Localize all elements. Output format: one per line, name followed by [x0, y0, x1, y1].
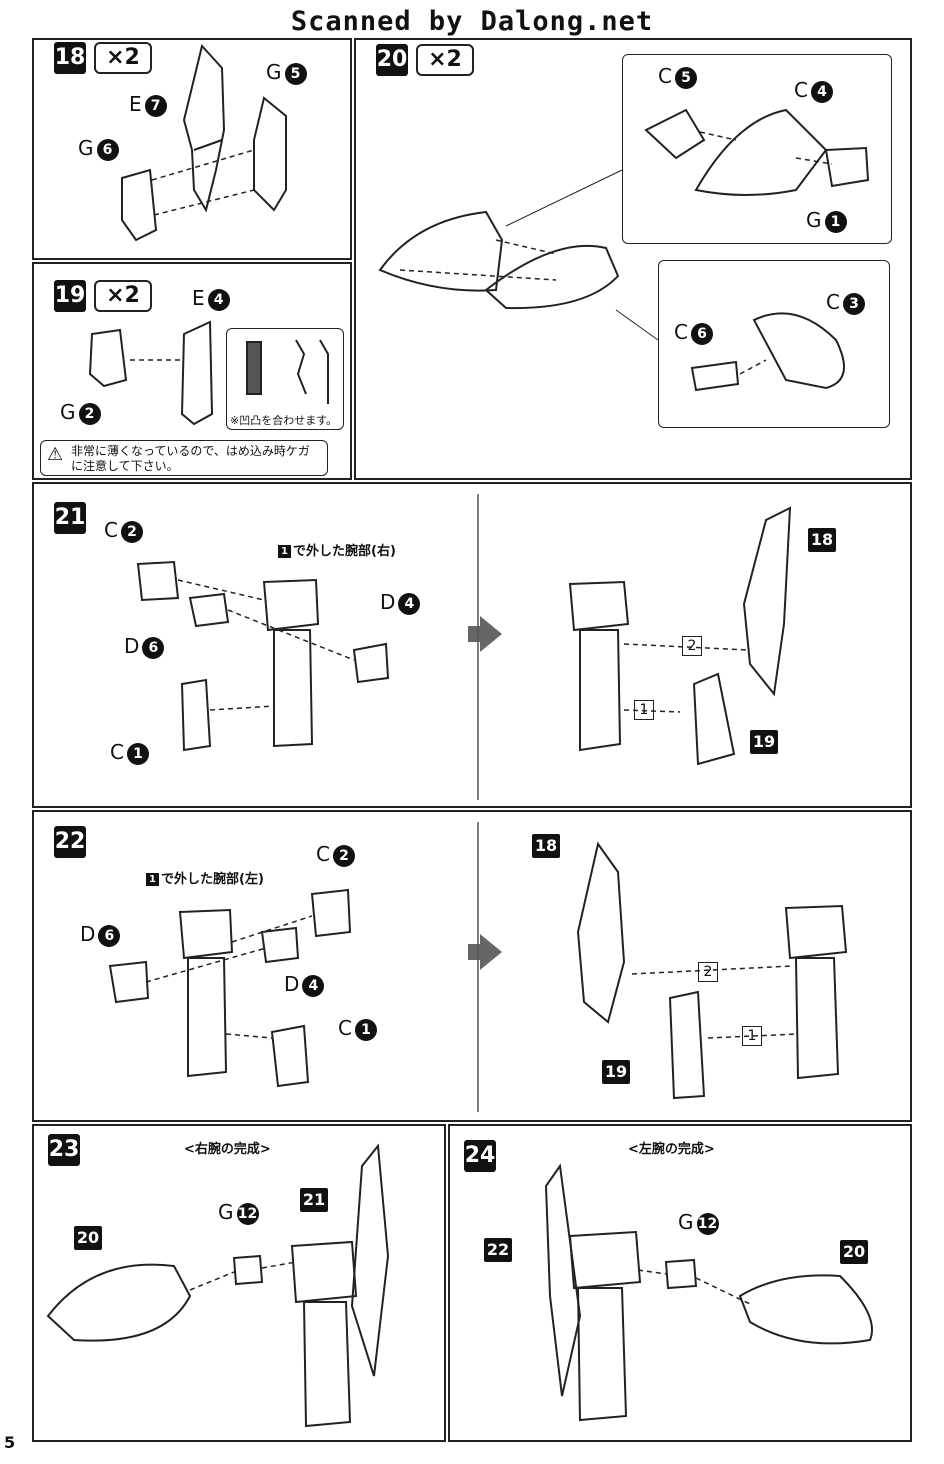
step-number: 24 — [464, 1140, 496, 1172]
sequence-2: 2 — [698, 962, 718, 982]
ref-step-20: 20 — [74, 1226, 102, 1250]
flow-arrow-stem — [468, 626, 480, 642]
step-19-illustration — [88, 320, 329, 426]
step-number: 23 — [48, 1134, 80, 1166]
ref-step-22: 22 — [484, 1238, 512, 1262]
multiplier-badge: ×2 — [94, 42, 152, 74]
step-24-illustration — [544, 1163, 873, 1422]
ref-step-19: 19 — [750, 730, 778, 754]
sequence-1: 1 — [742, 1026, 762, 1046]
step-number: 20 — [376, 44, 408, 76]
step-number: 18 — [54, 42, 86, 74]
multiplier-badge: ×2 — [416, 44, 474, 76]
step-20-illustration — [378, 108, 870, 392]
sequence-2: 2 — [682, 636, 702, 656]
flow-arrow-icon — [480, 934, 502, 970]
step-22-illustration — [108, 822, 848, 1112]
ref-step-18: 18 — [808, 528, 836, 552]
detail-inset — [226, 328, 344, 430]
assembly-title: <左腕の完成> — [628, 1142, 715, 1157]
assembly-title: <右腕の完成> — [184, 1142, 271, 1157]
multiplier-badge: ×2 — [94, 280, 152, 312]
ref-step-21: 21 — [300, 1188, 328, 1212]
alignment-note: ※凹凸を合わせます。 — [230, 414, 338, 427]
flow-arrow-stem — [468, 944, 480, 960]
ref-step-20: 20 — [840, 1240, 868, 1264]
step-number: 21 — [54, 502, 86, 534]
step-23-illustration — [46, 1143, 390, 1428]
step-21-illustration — [136, 494, 792, 800]
warning-box: ⚠ 非常に薄くなっているので、はめ込み時ケガに注意して下さい。 — [40, 440, 328, 476]
page-number: 5 — [4, 1433, 16, 1452]
watermark-title: Scanned by Dalong.net — [290, 6, 654, 37]
step-number: 22 — [54, 826, 86, 858]
step-number: 19 — [54, 280, 86, 312]
warning-icon: ⚠ — [47, 444, 64, 465]
ref-step-18: 18 — [532, 834, 560, 858]
step-18-illustration — [121, 43, 287, 242]
flow-arrow-icon — [480, 616, 502, 652]
ref-step-19: 19 — [602, 1060, 630, 1084]
